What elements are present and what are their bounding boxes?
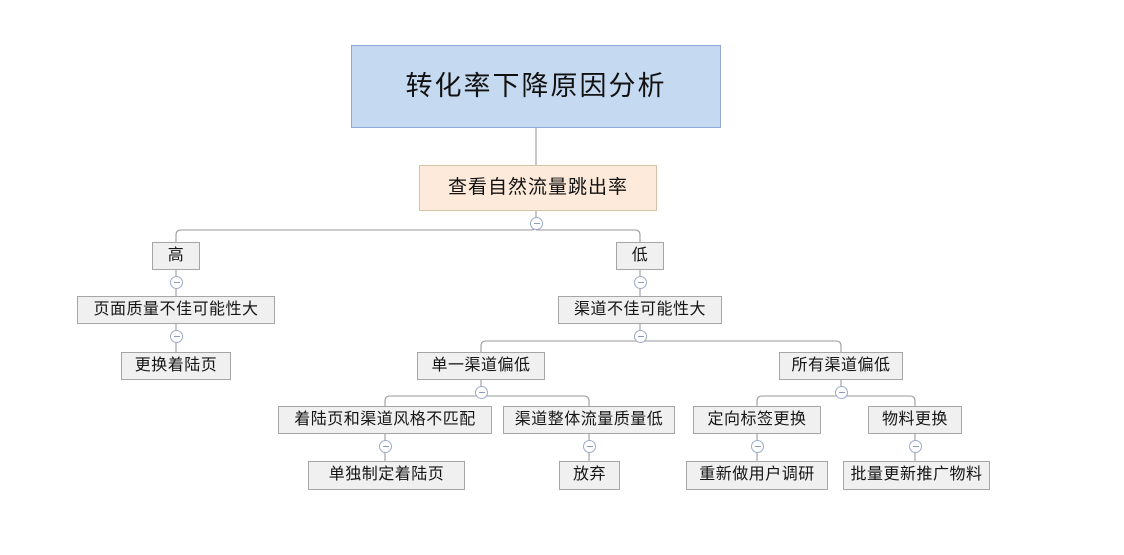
collapse-toggle-check-bounce-rate[interactable]: [530, 217, 543, 230]
node-channel-quality-low[interactable]: 渠道整体流量质量低: [503, 406, 675, 434]
collapse-toggle-high[interactable]: [170, 276, 183, 289]
node-tag-change[interactable]: 定向标签更换: [693, 406, 821, 434]
node-high[interactable]: 高: [152, 242, 200, 270]
edge-all-channel-to-tag-change: [756, 380, 842, 406]
node-single-channel-low[interactable]: 单一渠道偏低: [417, 352, 545, 380]
edge-check-bounce-to-high: [175, 211, 537, 242]
node-abandon[interactable]: 放弃: [559, 461, 620, 490]
edge-channel-bad-to-all-channel: [640, 340, 842, 352]
node-change-landing-page[interactable]: 更换着陆页: [121, 352, 231, 380]
edge-all-channel-to-material-change: [841, 395, 916, 406]
collapse-toggle-tag-change[interactable]: [751, 440, 764, 453]
collapse-toggle-low[interactable]: [634, 276, 647, 289]
collapse-toggle-single-channel-low[interactable]: [475, 386, 488, 399]
node-check-bounce-rate[interactable]: 查看自然流量跳出率: [419, 165, 657, 211]
collapse-toggle-channel-quality-low[interactable]: [583, 440, 596, 453]
edge-check-bounce-to-low: [536, 229, 641, 242]
collapse-toggle-style-mismatch[interactable]: [379, 440, 392, 453]
edge-single-channel-to-style-mismatch: [384, 380, 482, 406]
node-material-change[interactable]: 物料更换: [868, 406, 962, 434]
collapse-toggle-all-channel-low[interactable]: [835, 386, 848, 399]
node-low[interactable]: 低: [616, 242, 664, 270]
collapse-toggle-channel-bad[interactable]: [634, 330, 647, 343]
node-channel-bad[interactable]: 渠道不佳可能性大: [558, 296, 722, 324]
node-redo-user-research[interactable]: 重新做用户调研: [686, 461, 828, 490]
node-root[interactable]: 转化率下降原因分析: [351, 45, 721, 128]
node-style-mismatch[interactable]: 着陆页和渠道风格不匹配: [278, 406, 492, 434]
node-all-channel-low[interactable]: 所有渠道偏低: [779, 352, 903, 380]
node-page-quality-bad[interactable]: 页面质量不佳可能性大: [77, 296, 275, 324]
node-batch-update-material[interactable]: 批量更新推广物料: [843, 461, 990, 490]
edge-single-channel-to-channel-quality: [481, 395, 590, 406]
collapse-toggle-page-quality-bad[interactable]: [170, 330, 183, 343]
edge-channel-bad-to-single-channel: [480, 323, 641, 352]
node-custom-landing-page[interactable]: 单独制定着陆页: [308, 461, 465, 490]
collapse-toggle-material-change[interactable]: [909, 440, 922, 453]
